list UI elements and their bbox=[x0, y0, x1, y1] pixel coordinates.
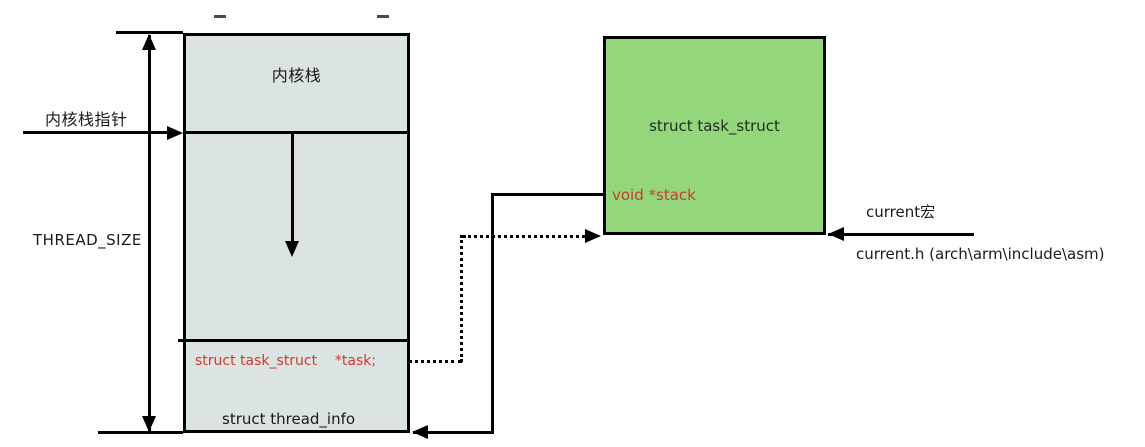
void-stack-field: void *stack bbox=[612, 186, 696, 204]
top-dash-right bbox=[377, 15, 389, 18]
current-macro-line bbox=[828, 233, 974, 236]
task-struct-box bbox=[603, 36, 826, 235]
measure-top-extension bbox=[116, 31, 183, 34]
stack-pointer-label: 内核栈指针 bbox=[45, 110, 128, 129]
measure-up-arrowhead-icon bbox=[142, 34, 156, 50]
task-link-dotted-start bbox=[408, 360, 462, 363]
thread-info-label: struct thread_info bbox=[222, 410, 356, 428]
stack-link-line-top bbox=[491, 193, 603, 196]
task-link-dotted-end bbox=[463, 235, 585, 238]
task-field-divider bbox=[178, 339, 410, 342]
current-header-label: current.h (arch\arm\include\asm) bbox=[856, 245, 1105, 263]
current-macro-label: current宏 bbox=[866, 203, 936, 221]
current-macro-arrowhead-icon bbox=[828, 227, 844, 241]
stack-link-line-vertical bbox=[491, 193, 494, 434]
thread-size-measure-line bbox=[148, 35, 151, 432]
task-link-dotted-vertical bbox=[460, 235, 463, 362]
measure-bottom-extension bbox=[98, 431, 183, 434]
task-link-arrowhead-icon bbox=[585, 229, 601, 243]
top-dash-left bbox=[214, 15, 226, 18]
task-pointer-field: struct task_struct *task; bbox=[195, 353, 377, 369]
stack-pointer-line bbox=[23, 131, 169, 134]
measure-down-arrowhead-icon bbox=[142, 416, 156, 432]
kernel-stack-box bbox=[183, 33, 410, 433]
stack-link-line-bottom bbox=[413, 431, 493, 434]
stack-growth-line bbox=[291, 133, 294, 243]
thread-size-label: THREAD_SIZE bbox=[33, 231, 142, 249]
stack-growth-arrowhead-icon bbox=[285, 241, 299, 257]
kernel-stack-label: 内核栈 bbox=[271, 66, 322, 85]
task-struct-label: struct task_struct bbox=[649, 117, 780, 135]
stack-top-divider bbox=[183, 131, 410, 134]
stack-pointer-arrowhead-icon bbox=[167, 126, 183, 140]
stack-link-arrowhead-icon bbox=[412, 425, 428, 439]
